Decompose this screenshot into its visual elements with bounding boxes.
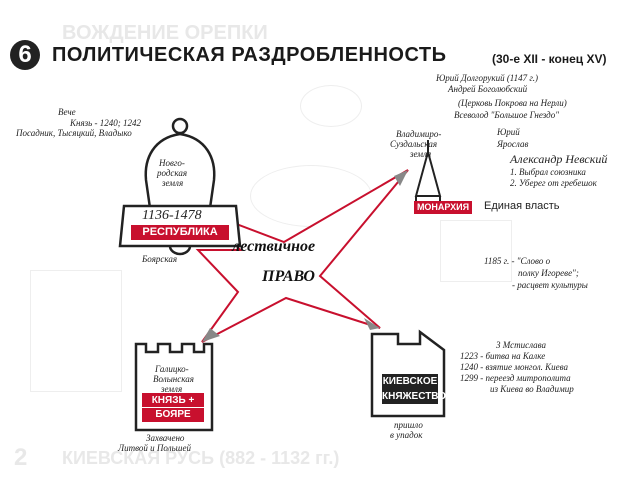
monarchy-badge: МОНАРХИЯ (414, 201, 472, 214)
kiev-badge: КИЕВСКОЕ КНЯЖЕСТВО (382, 374, 447, 404)
arrow-tip-vladimir (394, 170, 408, 186)
republic-badge: РЕСПУБЛИКА (131, 225, 229, 240)
kiev-event: 1240 - взятие монгол. Киева (460, 362, 568, 372)
ghost-bottom-number: 2 (14, 444, 28, 471)
vladimir-land-line: Владимиро- (396, 129, 442, 139)
veche-label: Вече (58, 107, 76, 117)
novgorod-prince-line: Князь - 1240; 1242 (70, 118, 141, 128)
kiev-badge-line: КИЕВСКОЕ (382, 376, 438, 387)
page-period: (30-е XII - конец XV) (492, 52, 607, 66)
kiev-event: 3 Мстислава (496, 340, 546, 350)
single-power-label: Единая власть (484, 200, 560, 212)
vladimir-successor: Ярослав (497, 139, 529, 149)
section-number-badge: 6 (10, 40, 40, 70)
nevsky-name: Александр Невский (510, 152, 608, 166)
kiev-event: из Киева во Владимир (490, 384, 574, 394)
galicia-fate-line: Захвачено (146, 433, 185, 443)
vladimir-successor: Юрий (497, 127, 520, 137)
boyar-badge-line: БОЯРЕ (142, 407, 204, 421)
kiev-badge-line: КНЯЖЕСТВО (382, 391, 447, 402)
ghost-block (30, 270, 122, 392)
ladder-law-line1: лествичное (232, 238, 316, 255)
galicia-land-line: Волынская (153, 374, 194, 384)
novgorod-years: 1136-1478 (142, 208, 202, 223)
kiev-event: 1223 - битва на Калке (460, 351, 546, 361)
novgorod-land-line: Новго- (159, 158, 185, 168)
prince-badge-line: КНЯЗЬ + (151, 395, 195, 406)
culture-line: полку Игореве"; (518, 268, 579, 278)
ladder-law-line2: ПРАВО (262, 268, 315, 285)
vladimir-ruler: Андрей Боголюбский (448, 84, 528, 94)
kiev-fate-line: в упадок (390, 430, 423, 440)
nevsky-point: 2. Уберег от гребешок (510, 178, 597, 188)
arrow-tip-galicia (202, 328, 220, 342)
vladimir-ruler: (Церковь Покрова на Нерли) (458, 98, 567, 108)
vladimir-ruler: Всеволод "Большое Гнездо" (454, 110, 559, 120)
vladimir-ruler: Юрий Долгорукий (1147 г.) (436, 73, 539, 83)
page-title: ПОЛИТИЧЕСКАЯ РАЗДРОБЛЕННОСТЬ (52, 44, 447, 66)
arrow-tip-kiev (364, 318, 380, 330)
boyar-label: Боярская (142, 254, 178, 264)
vladimir-land-line: Суздальская (390, 139, 438, 149)
ghost-title: ВОЖДЕНИЕ ОРЕПКИ (62, 22, 268, 44)
galicia-land-line: Галицко- (155, 364, 189, 374)
ghost-block (440, 220, 512, 282)
novgorod-land-line: родская (157, 168, 188, 178)
culture-line: 1185 г. - "Слово о (484, 256, 551, 266)
kiev-fate-line: пришло (394, 420, 423, 430)
novgorod-officials: Посадник, Тысяцкий, Владыко (16, 128, 132, 138)
kiev-event: 1299 - переезд митрополита (460, 373, 571, 383)
spire-icon (414, 140, 442, 202)
culture-line: - расцвет культуры (512, 280, 588, 290)
ghost-bottom-title: КИЕВСКАЯ РУСЬ (882 - 1132 гг.) (62, 448, 340, 468)
galicia-land-line: земля (161, 384, 183, 394)
galicia-fate-line: Литвой и Польшей (118, 443, 191, 453)
novgorod-land-line: земля (162, 178, 184, 188)
ghost-block (300, 85, 362, 127)
prince-boyar-badge: КНЯЗЬ + БОЯРЕ (142, 393, 204, 422)
vladimir-land-line: земля (410, 149, 432, 159)
star-connector (195, 169, 409, 343)
nevsky-point: 1. Выбрал союзника (510, 167, 586, 177)
